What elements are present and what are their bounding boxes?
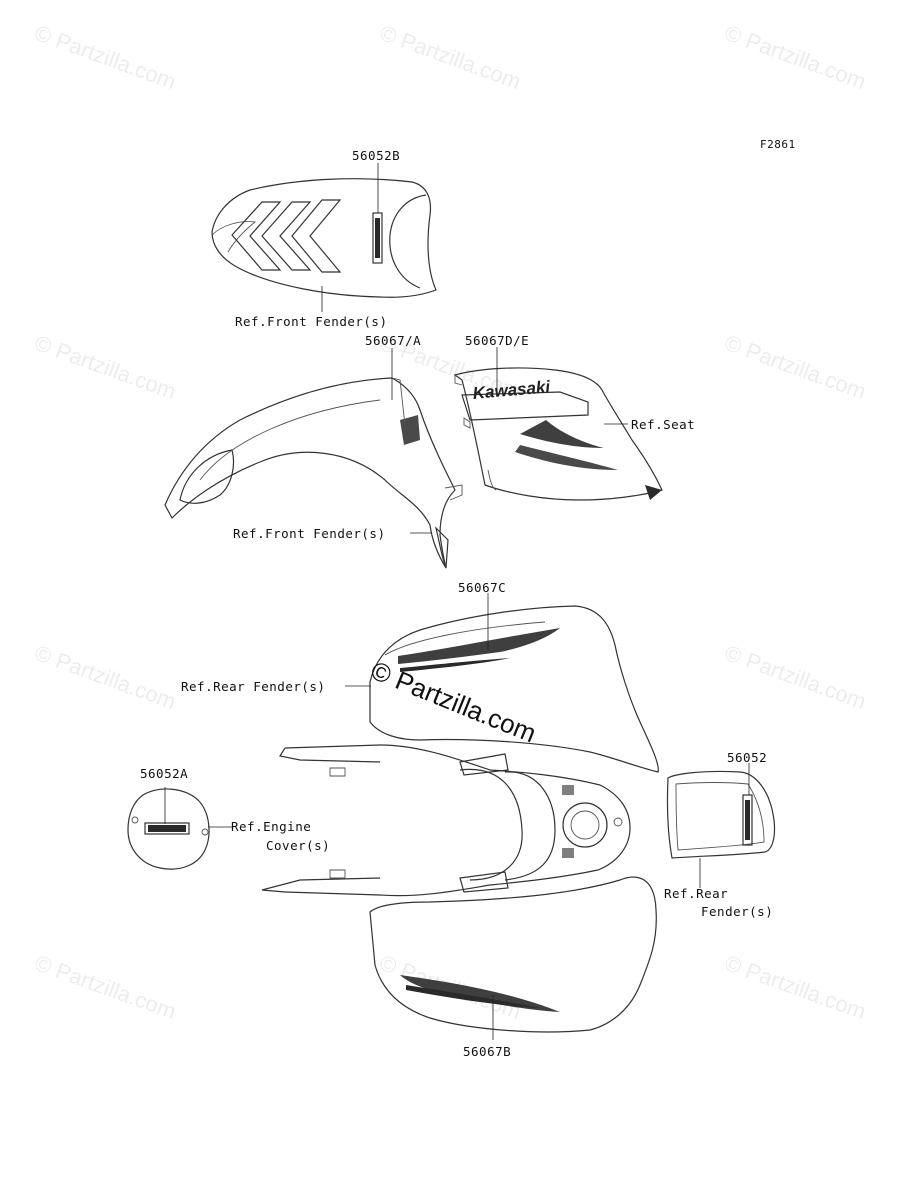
part-number-56052: 56052 xyxy=(727,750,768,765)
part-number-56052b: 56052B xyxy=(352,148,401,163)
ref-rear-label: Ref.Rear xyxy=(664,886,729,901)
front-fender-nose-panel xyxy=(211,178,437,298)
part-number-56067c: 56067C xyxy=(458,580,507,595)
front-fender-side-panel xyxy=(164,377,463,569)
seat-side-panel xyxy=(453,367,663,501)
part-number-56052a: 56052A xyxy=(140,766,189,781)
ref-front-fender-top: Ref.Front Fender(s) xyxy=(235,314,388,329)
ref-front-fender-mid: Ref.Front Fender(s) xyxy=(233,526,386,541)
ref-rear-fender-label: Fender(s) xyxy=(701,904,774,919)
engine-cover xyxy=(127,788,210,870)
ref-engine-label: Ref.Engine xyxy=(231,819,312,834)
rear-fender-tag-panel xyxy=(666,770,776,859)
part-number-56067a: 56067/A xyxy=(365,333,422,348)
part-number-56067b: 56067B xyxy=(463,1044,512,1059)
ref-seat: Ref.Seat xyxy=(631,417,696,432)
figure-code: F2861 xyxy=(760,138,796,151)
rear-fender-assembly xyxy=(261,605,659,1033)
ref-engine-cover-label: Cover(s) xyxy=(266,838,331,853)
part-number-56067de: 56067D/E xyxy=(465,333,530,348)
ref-rear-fender-left: Ref.Rear Fender(s) xyxy=(181,679,326,694)
